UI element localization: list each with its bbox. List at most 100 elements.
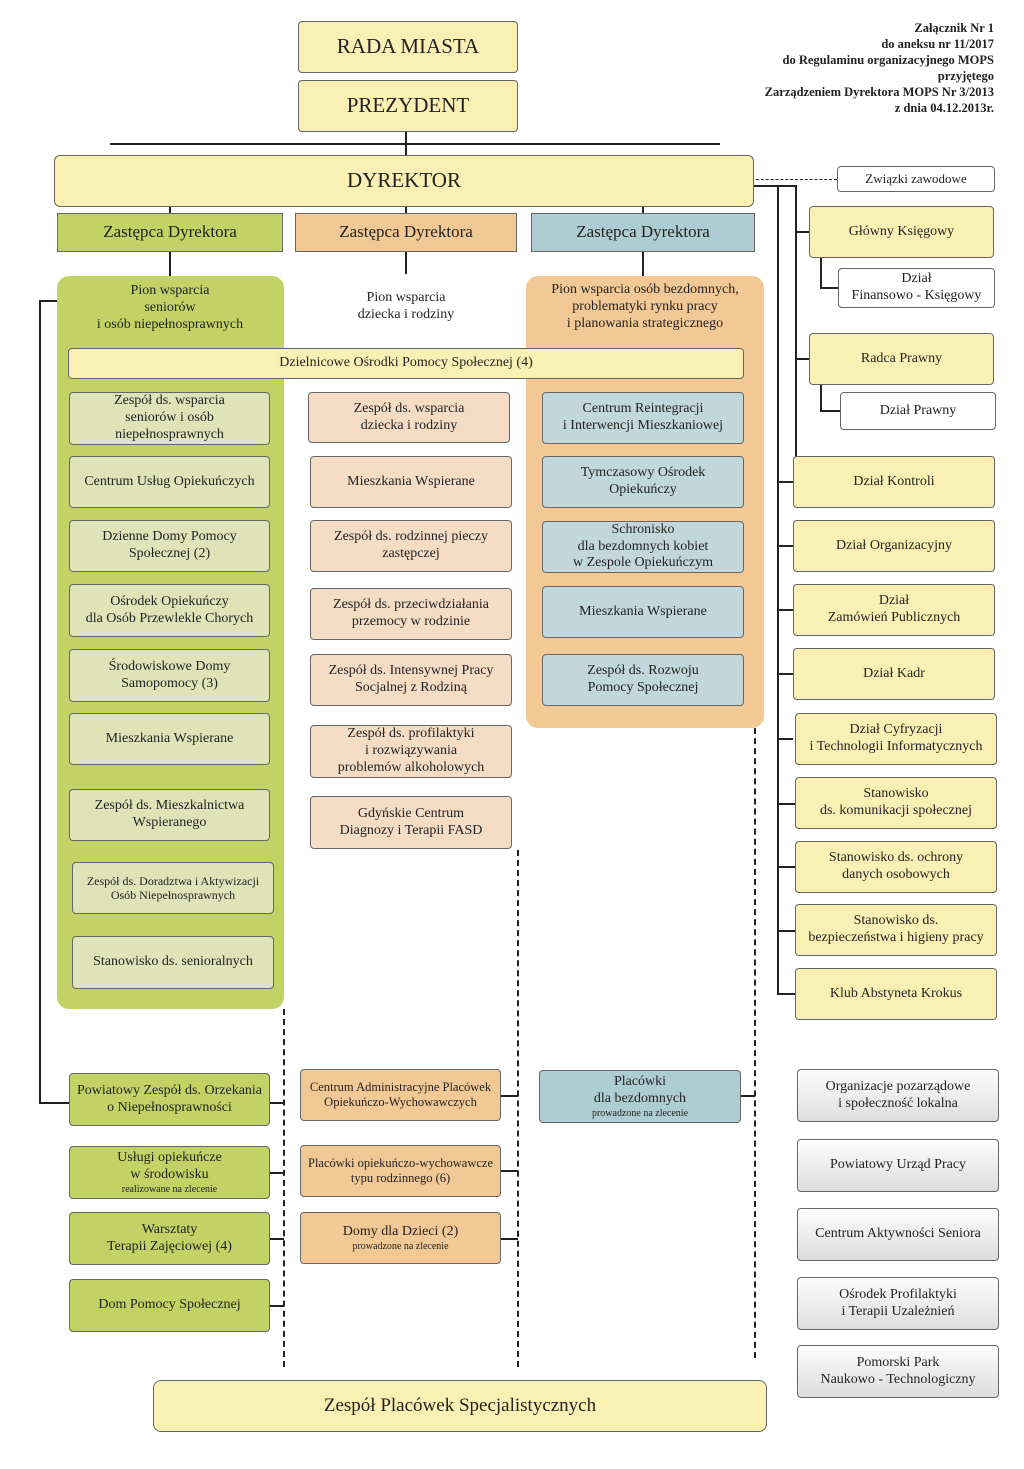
seniors-unit-box: Dzienne Domy Pomocy Społecznej (2) [69,520,270,572]
annex-line: z dnia 04.12.2013r. [894,101,994,115]
children-unit-box: Zespół ds. rodzinnej pieczy zastępczej [310,520,512,572]
annex-note: Załącznik Nr 1 do aneksu nr 11/2017 do R… [765,20,994,116]
dzial-prawny-box: Dział Prawny [840,392,996,430]
unit-label: Domy dla Dzieci (2) [342,1224,459,1240]
connector [795,231,809,233]
connector [39,300,41,1104]
connector [777,545,793,547]
partner-box: Powiatowy Urząd Pracy [797,1139,999,1192]
seniors-lower-box: Warsztaty Terapii Zajęciowej (4) [69,1212,270,1265]
pillar-homeless-title: Pion wsparcia osób bezdomnych, problemat… [551,282,739,331]
connector [777,930,795,932]
children-unit-box: Gdyńskie Centrum Diagnozy i Terapii FASD [310,796,512,849]
unit-label: Dział Cyfryzacji i Technologii Informaty… [809,722,983,754]
dashed-connector [283,1009,285,1367]
unit-label: Mieszkania Wspierane [579,603,707,619]
glowny-ksiegowy-box: Główny Księgowy [809,206,994,258]
unit-label: Dział Kadr [863,665,925,681]
zespol-placowek-box: Zespół Placówek Specjalistycznych [153,1380,767,1432]
unit-label: Zespół ds. Rozwoju Pomocy Społecznej [587,663,699,695]
unit-label: Dom Pomocy Społecznej [98,1297,241,1313]
partner-box: Organizacje pozarządowe i społeczność lo… [797,1069,999,1122]
deputy-homeless-box: Zastępca Dyrektora [531,213,755,252]
connector [777,673,793,675]
children-lower-box: Placówki opiekuńczo-wychowawcze typu rod… [300,1145,501,1197]
connector [777,609,793,611]
connector [820,258,822,288]
unit-label: Ośrodek Opiekuńczy dla Osób Przewlekle C… [85,593,254,626]
radca-prawny-box: Radca Prawny [809,333,994,385]
director-unit-box: Stanowisko ds. ochrony danych osobowych [795,841,997,893]
homeless-unit-box: Zespół ds. Rozwoju Pomocy Społecznej [542,654,744,706]
director-unit-box: Stanowisko ds. bezpieczeństwa i higieny … [795,904,997,956]
partner-box: Pomorski Park Naukowo - Technologiczny [797,1345,999,1398]
top-bar-line [110,143,720,145]
connector [500,1170,518,1172]
connector [777,185,779,995]
unit-label: Dział Zamówień Publicznych [827,593,961,625]
unit-note: prowadzone na zlecenie [352,1240,449,1252]
connector [754,185,796,187]
seniors-unit-box: Zespół ds. wsparcia seniorów i osób niep… [69,392,270,445]
unit-label: Zespół ds. wsparcia seniorów i osób niep… [114,393,225,442]
unit-label: Dzienne Domy Pomocy Społecznej (2) [102,529,237,561]
connector [795,185,797,457]
connector [777,993,797,995]
unit-label: Placówki opiekuńczo-wychowawcze typu rod… [308,1156,493,1185]
partner-box: Centrum Aktywności Seniora [797,1208,999,1261]
connector [405,131,407,155]
connector [820,385,822,411]
unit-label: Centrum Aktywności Seniora [815,1226,981,1242]
unit-label: Klub Abstyneta Krokus [829,985,963,1001]
connector [270,1102,284,1104]
children-unit-box: Mieszkania Wspierane [310,456,512,508]
connector [39,300,57,302]
unit-label: Mieszkania Wspierane [105,730,234,746]
annex-line: Zarządzeniem Dyrektora MOPS Nr 3/2013 [764,85,994,99]
seniors-unit-box: Mieszkania Wspierane [69,713,270,765]
children-unit-box: Zespół ds. przeciwdziałania przemocy w r… [310,588,512,640]
connector [820,287,838,289]
unit-label: Tymczasowy Ośrodek Opiekuńczy [580,465,706,497]
children-unit-box: Zespół ds. profilaktyki i rozwiązywania … [310,725,512,778]
seniors-lower-box: Dom Pomocy Społecznej [69,1279,270,1332]
connector [777,866,795,868]
zwiazki-zawodowe-box: Związki zawodowe [837,166,995,192]
unit-label: Powiatowy Urząd Pracy [829,1157,967,1173]
unit-label: Ośrodek Profilaktyki i Terapii Uzależnie… [839,1286,957,1319]
unit-label: Placówki dla bezdomnych [593,1074,687,1106]
connector [405,207,407,213]
partner-box: Ośrodek Profilaktyki i Terapii Uzależnie… [797,1277,999,1330]
seniors-lower-box: Powiatowy Zespół ds. Orzekania o Niepełn… [69,1073,270,1126]
connector [169,207,171,213]
connector [642,207,644,213]
unit-label: Mieszkania Wspierane [347,473,475,489]
dashed-connector [517,850,519,1367]
homeless-unit-box: Tymczasowy Ośrodek Opiekuńczy [542,456,744,508]
connector [777,738,793,740]
unit-label: Centrum Administracyjne Placówek Opiekuń… [309,1080,492,1109]
connector [405,252,407,274]
connector [270,1238,284,1240]
connector [777,803,795,805]
unit-label: Środowiskowe Domy Samopomocy (3) [108,658,231,691]
director-unit-box: Klub Abstyneta Krokus [795,968,997,1020]
director-unit-box: Dział Organizacyjny [793,520,995,572]
connector [169,252,171,276]
annex-line: Załącznik Nr 1 [914,21,994,35]
unit-label: Dział Finansowo - Księgowy [851,271,982,303]
homeless-unit-box: Centrum Reintegracji i Interwencji Miesz… [542,392,744,444]
unit-label: Zespół ds. Mieszkalnictwa Wspieranego [94,798,245,830]
seniors-unit-box: Ośrodek Opiekuńczy dla Osób Przewlekle C… [69,584,270,637]
children-lower-box: Domy dla Dzieci (2)prowadzone na zleceni… [300,1212,501,1264]
seniors-unit-box: Zespół ds. Doradztwa i Aktywizacji Osób … [72,862,274,914]
connector [500,1238,518,1240]
unit-note: prowadzone na zlecenie [591,1107,689,1119]
unit-label: Zespół ds. Intensywnej Pracy Socjalnej z… [328,663,494,695]
dashed-connector [754,728,756,1358]
unit-label: Stanowisko ds. komunikacji społecznej [819,786,973,818]
homeless-unit-box: Schronisko dla bezdomnych kobiet w Zespo… [542,521,744,573]
unit-label: Zespół ds. rodzinnej pieczy zastępczej [334,529,488,561]
